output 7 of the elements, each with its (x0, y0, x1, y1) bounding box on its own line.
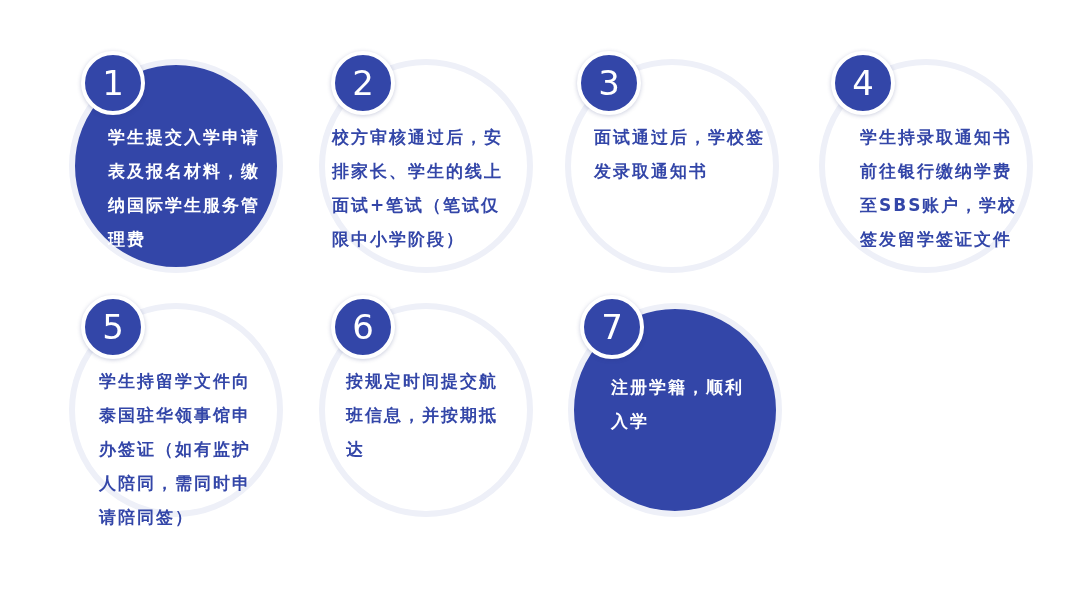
step-description: 面试通过后，学校签发录取通知书 (594, 126, 766, 183)
step-description: 学生持留学文件向泰国驻华领事馆申办签证（如有监护人陪同，需同时申请陪同签） (99, 370, 252, 529)
step-description: 校方审核通过后，安排家长、学生的线上面试+笔试（笔试仅限中小学阶段） (332, 126, 504, 251)
step-description: 学生提交入学申请表及报名材料，缴纳国际学生服务管理费 (108, 126, 260, 251)
step-description: 学生持录取通知书前往银行缴纳学费至SBS账户，学校签发留学签证文件 (860, 126, 1019, 251)
step-description: 按规定时间提交航班信息，并按期抵达 (346, 370, 499, 461)
step-description: 注册学籍，顺利入学 (611, 376, 745, 433)
